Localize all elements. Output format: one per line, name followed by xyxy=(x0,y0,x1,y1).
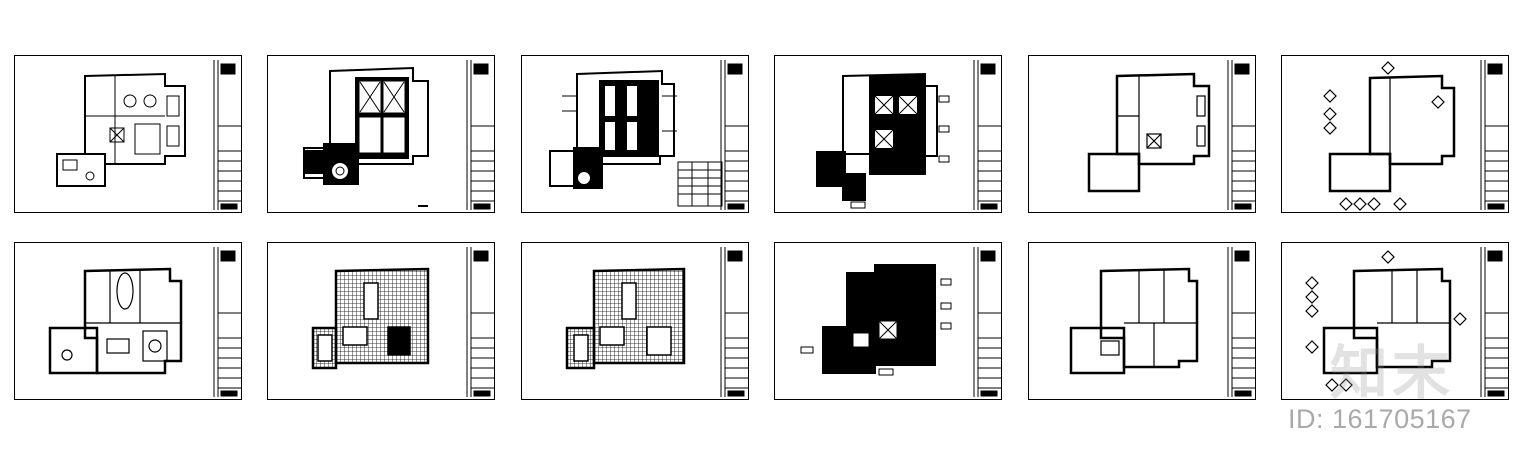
plan-drawing xyxy=(1069,247,1255,397)
plan-drawing xyxy=(549,60,748,210)
drawing-sheet-4 xyxy=(774,55,1002,213)
watermark-id-label: ID: 161705167 xyxy=(1288,404,1472,434)
plan-drawing xyxy=(48,247,241,397)
drawing-sheet-8 xyxy=(267,242,495,400)
floor-plan xyxy=(549,69,677,189)
plan-drawing xyxy=(1323,60,1508,211)
index-markers xyxy=(1323,61,1445,211)
floor-plan xyxy=(1087,72,1211,193)
title-block xyxy=(973,247,1001,397)
title-block xyxy=(720,247,748,397)
plan-drawing xyxy=(303,60,494,210)
floor-plan xyxy=(1069,267,1199,375)
drawing-sheet-2 xyxy=(267,55,495,213)
floor-plan xyxy=(311,267,430,370)
plan-drawing xyxy=(1305,247,1508,397)
plan-drawing xyxy=(816,60,1001,210)
drawing-sheet-7 xyxy=(14,242,242,400)
floor-plan xyxy=(565,267,686,370)
title-block xyxy=(973,60,1001,210)
title-block xyxy=(1227,247,1255,397)
title-block xyxy=(466,60,494,210)
drawing-sheet-9 xyxy=(521,242,749,400)
drawing-sheet-1 xyxy=(14,55,242,213)
plan-drawing xyxy=(565,247,748,397)
drawing-sheet-11 xyxy=(1028,242,1256,400)
plan-drawing xyxy=(1087,60,1255,210)
title-block xyxy=(1480,247,1508,397)
title-block xyxy=(1480,60,1508,210)
drawing-sheet-10 xyxy=(774,242,1002,400)
floor-plan xyxy=(816,72,950,209)
plan-drawing xyxy=(311,247,494,397)
drawing-sheet-5 xyxy=(1028,55,1256,213)
floor-plan xyxy=(800,264,952,376)
floor-plan xyxy=(1323,61,1456,211)
index-markers xyxy=(1305,250,1467,392)
floor-plan xyxy=(48,267,183,375)
drawing-sheet-3 xyxy=(521,55,749,213)
legend-table xyxy=(677,161,723,207)
drawing-sheet-6 xyxy=(1281,55,1509,213)
title-block xyxy=(466,247,494,397)
title-block xyxy=(213,247,241,397)
title-block xyxy=(213,60,241,210)
title-block xyxy=(720,60,748,210)
floor-plan xyxy=(1305,250,1467,392)
drawing-sheet-12 xyxy=(1281,242,1509,400)
plan-drawing xyxy=(800,247,1001,397)
floor-plan xyxy=(303,66,429,207)
plan-drawing xyxy=(56,60,241,210)
floor-plan xyxy=(56,72,186,187)
title-block xyxy=(1227,60,1255,210)
